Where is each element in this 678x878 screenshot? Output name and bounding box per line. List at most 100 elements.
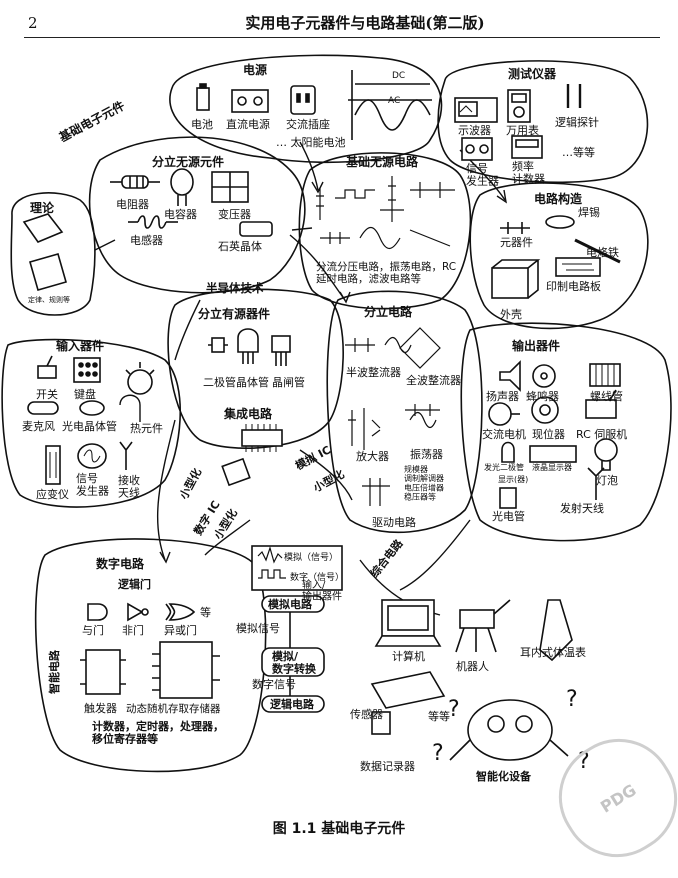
instruments-bubble [437,60,649,184]
digital-list: 计数器，定时器，处理器，移位寄存器等 [92,719,224,746]
soldering-iron-icon [574,238,621,264]
lcd-label: 液晶显示器 [532,462,572,472]
transformer-label: 变压器 [218,207,251,221]
motor-label: 交流电机 [482,427,526,441]
not-gate-icon [127,602,149,622]
power-title: 电源 [243,62,267,77]
inductor-label: 电感器 [130,234,163,247]
signal-flow [251,545,343,713]
analog-ic-label: 模拟 IC [293,442,333,472]
devices-etc-label: 等等 [428,709,450,723]
resistor-label: 电阻器 [116,198,149,211]
amplifier-label: 放大器 [356,449,389,463]
passive-title: 分立无源元件 [152,154,224,169]
photocell-label: 光电管 [492,509,525,523]
figure-caption: 图 1.1 基础电子元件 [272,821,406,837]
book-icon [22,213,67,291]
stepper-icon [531,396,559,424]
pcb-label: 印制电路板 [546,279,601,293]
analog-circuit-label: 模拟电路 [268,597,313,611]
ac-label: AC [388,96,400,106]
adc-label: 模拟/数字转换 [272,649,317,676]
svg-text:?: ? [578,749,590,774]
lcd-icon [529,445,577,463]
strain-gauge-icon [45,445,61,485]
semiconductor-label: 半导体技术 [206,281,264,295]
stepper-label: 现位器 [532,427,565,441]
solenoid-icon [589,363,621,387]
transistor-label: 晶体管 [236,375,269,389]
pcb-icon [555,257,601,277]
basic-passive-bubble [298,152,472,310]
input-bubble [1,338,181,508]
analog-input-label: 模拟信号 [236,621,280,635]
capacitor-icon [170,168,194,206]
components-icon [500,222,530,234]
oscillator-list: 规模器调制解调器电压倍增器稳压器等 [404,464,444,502]
diode-label: 二极管 [203,375,236,389]
dc-supply-icon [231,89,269,113]
iron-label: 电烙铁 [586,245,619,259]
resistor-icon [110,175,160,189]
discrete-circuit-sketches [345,327,441,506]
combo-label: 综合电路 [367,536,406,580]
passive-bubble [88,136,306,294]
input-title: 输入器件 [56,338,104,353]
gates-label: 逻辑门 [118,577,151,591]
case-icon [491,259,541,299]
computer-icon [374,599,442,647]
construction-bubble [469,182,649,330]
phototransistor-icon [79,400,105,416]
basic-passive-title: 基础无源电路 [345,154,419,169]
mini-label-1: 小型化 [176,466,204,503]
transistor-icon [237,328,259,364]
multimeter-label: 万用表 [506,123,539,137]
active-title: 分立有源器件 [198,306,270,321]
theory-title: 理论 [30,200,55,215]
small-ic-icon [221,457,251,487]
sensor-label: 传感器 [350,708,383,721]
keypad-label: 键盘 [74,387,96,401]
logic-probe-icon [566,84,582,108]
digital-signal-label: 数字（信号） [290,571,344,583]
io-label: 输入/输出器件 [302,578,342,603]
not-gate-label: 非门 [122,623,144,637]
buzzer-label: 蜂鸣器 [526,389,559,403]
inductor-icon [128,215,178,229]
thyristor-label: 晶闸管 [272,375,305,389]
logger-label: 数据记录器 [360,759,415,773]
multimeter-icon [507,89,531,123]
data-logger-icon [370,671,446,709]
components-label: 元器件 [500,236,533,249]
switch-label: 开关 [36,387,58,401]
speaker-icon [499,360,521,392]
led-label: 发光二极管 [484,462,524,472]
solar-label: … 太阳能电池 [276,135,346,149]
bulb-icon [594,438,618,471]
oscilloscope-icon [454,97,498,123]
waveform-plot: DC AC [348,70,432,140]
speaker-label: 扬声器 [486,389,519,403]
dc-supply-label: 直流电源 [226,117,270,131]
svg-text:?: ? [432,741,444,766]
lamp-sensor-icon [125,362,155,395]
question-marks: ???? [432,687,590,774]
phototransistor-label: 光电晶体管 [62,419,117,433]
discrete-bubble [326,290,483,534]
case-label: 外壳 [500,307,522,321]
book-title: 实用电子元器件与电路基础(第二版) [245,14,485,32]
transformer-icon [211,171,249,203]
sensor-icon [371,711,391,735]
antenna-label: 接收天线 [118,473,140,500]
half-wave-label: 半波整流器 [346,365,401,379]
antenna-icon [119,441,133,470]
diode-icon [208,337,228,353]
smart-circuit-label: 智能电路 [47,649,61,694]
oscilloscope-label: 示波器 [458,124,491,137]
servo-icon [585,389,617,419]
transmit-antenna-icon [587,467,605,500]
switch-icon [37,355,57,379]
ic-label: 集成电路 [223,406,273,421]
digital-title: 数字电路 [96,556,145,571]
